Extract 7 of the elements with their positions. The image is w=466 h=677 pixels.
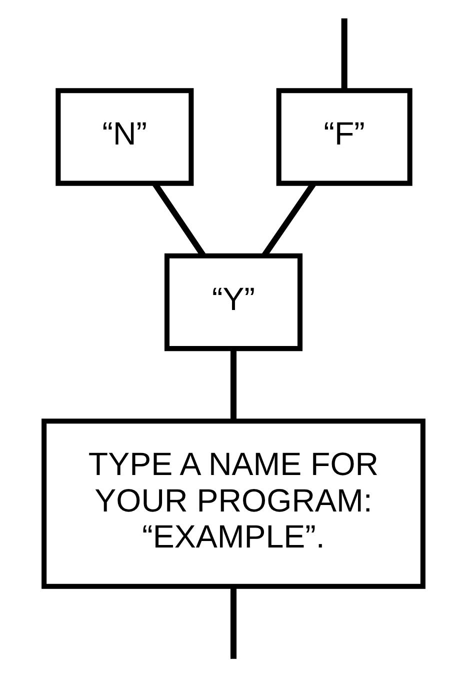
node-box: “F” [276, 88, 412, 186]
node-box: TYPE A NAME FOR YOUR PROGRAM: “EXAMPLE”. [41, 418, 425, 589]
node-box: “N” [55, 88, 194, 186]
node-box: “Y” [164, 253, 302, 352]
connector [340, 18, 347, 90]
connector [230, 586, 236, 659]
connector [230, 349, 236, 421]
